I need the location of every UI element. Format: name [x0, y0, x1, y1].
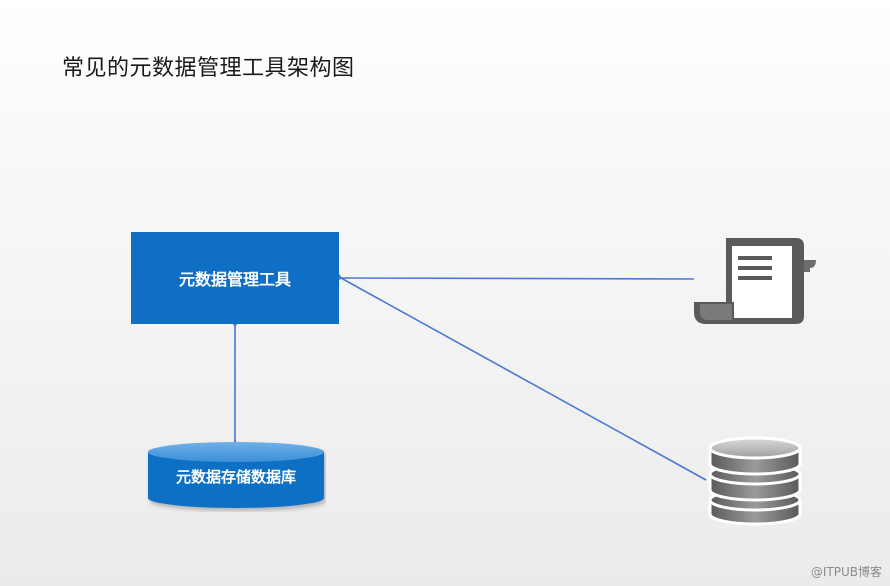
watermark: @ITPUB博客	[810, 565, 882, 579]
metadata-store-label: 元数据存储数据库	[175, 468, 296, 486]
metadata-tool-label: 元数据管理工具	[178, 270, 291, 289]
metadata-tool-node: 元数据管理工具	[131, 232, 339, 324]
arrow-document-to-tool	[341, 278, 695, 279]
metadata-store-node	[148, 442, 324, 508]
page-title: 常见的元数据管理工具架构图	[62, 56, 355, 81]
database-stack-icon	[708, 436, 802, 526]
arrow-database-to-tool	[341, 278, 707, 481]
document-scroll-icon	[694, 238, 816, 324]
